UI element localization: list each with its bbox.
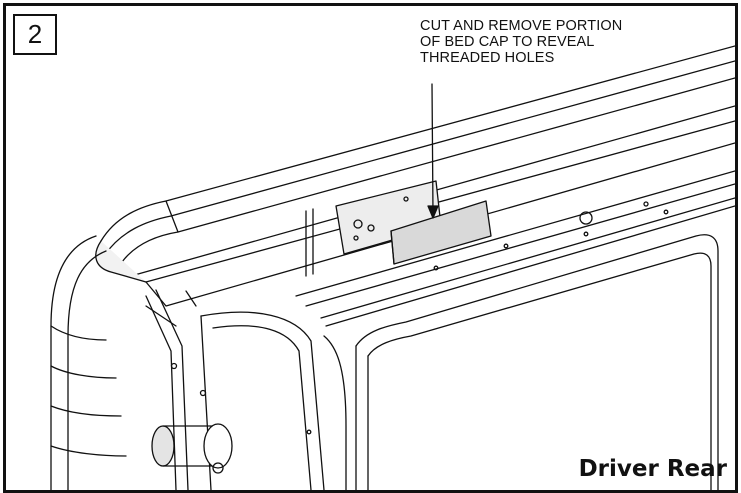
callout-line: OF BED CAP TO REVEAL	[420, 34, 595, 50]
bed-cap-drawing	[50, 45, 735, 490]
cut-region	[335, 180, 492, 265]
figure-frame: 2 CUT AND REMOVE PORTION OF BED CAP TO R…	[3, 3, 738, 493]
leader-line	[431, 83, 434, 215]
callout-text: CUT AND REMOVE PORTION OF BED CAP TO REV…	[420, 18, 720, 66]
striker-bolt	[151, 423, 233, 474]
bed-cap-rail	[95, 45, 735, 307]
bed-side-rail	[295, 170, 735, 327]
callout-line: THREADED HOLES	[420, 50, 555, 66]
callout-line: CUT AND REMOVE PORTION	[420, 18, 623, 34]
step-number: 2	[13, 14, 57, 55]
tailgate-panel	[355, 234, 719, 490]
stake-pillar	[170, 311, 347, 490]
view-label: Driver Rear	[578, 456, 727, 482]
